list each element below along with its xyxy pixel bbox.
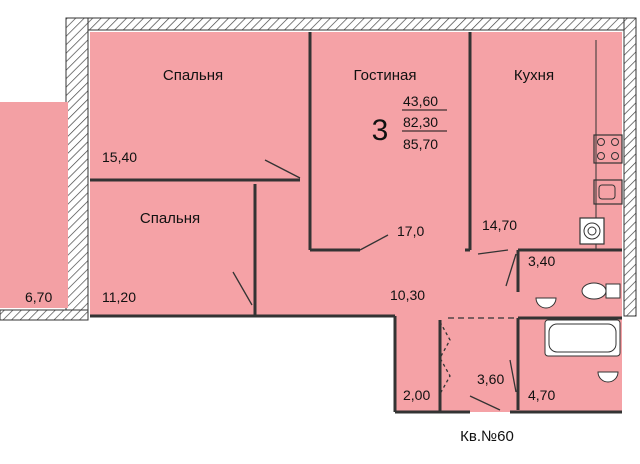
bath-sink-icon <box>597 371 619 383</box>
kitchen-sink-icon <box>593 179 623 205</box>
room-name-bedroom-bottom: Спальня <box>140 210 200 227</box>
room-area-wc: 3,40 <box>528 253 555 269</box>
room-name-living: Гостиная <box>354 67 417 84</box>
summary-total-with-balcony: 85,70 <box>403 136 438 152</box>
room-name-kitchen: Кухня <box>514 67 554 84</box>
room-area-bath: 4,70 <box>528 387 555 403</box>
toilet-icon <box>581 282 621 300</box>
room-area-corridor: 3,60 <box>477 371 504 387</box>
room-area-hall: 10,30 <box>390 287 425 303</box>
outer-walls <box>0 17 637 321</box>
apartment-number: Кв.№60 <box>460 428 514 445</box>
kitchen-stove-icon <box>593 134 623 164</box>
door-lines <box>232 159 517 411</box>
room-area-balcony: 6,70 <box>25 289 52 305</box>
washing-machine-icon <box>579 217 605 245</box>
summary-total-area: 82,30 <box>403 114 438 130</box>
rooms-count: 3 <box>372 114 389 147</box>
room-fills <box>0 32 622 412</box>
summary-living-area: 43,60 <box>403 93 438 109</box>
wc-sink-icon <box>535 297 557 309</box>
room-area-storage: 2,00 <box>403 387 430 403</box>
bathtub-icon <box>544 319 621 357</box>
room-area-bedroom-bottom: 11,20 <box>102 289 136 305</box>
interior-walls <box>90 32 622 414</box>
room-area-kitchen: 14,70 <box>482 217 517 233</box>
balcony-area <box>0 102 68 308</box>
room-area-living: 17,0 <box>397 223 424 239</box>
room-area-bedroom-top: 15,40 <box>102 149 137 165</box>
room-name-bedroom-top: Спальня <box>163 67 223 84</box>
